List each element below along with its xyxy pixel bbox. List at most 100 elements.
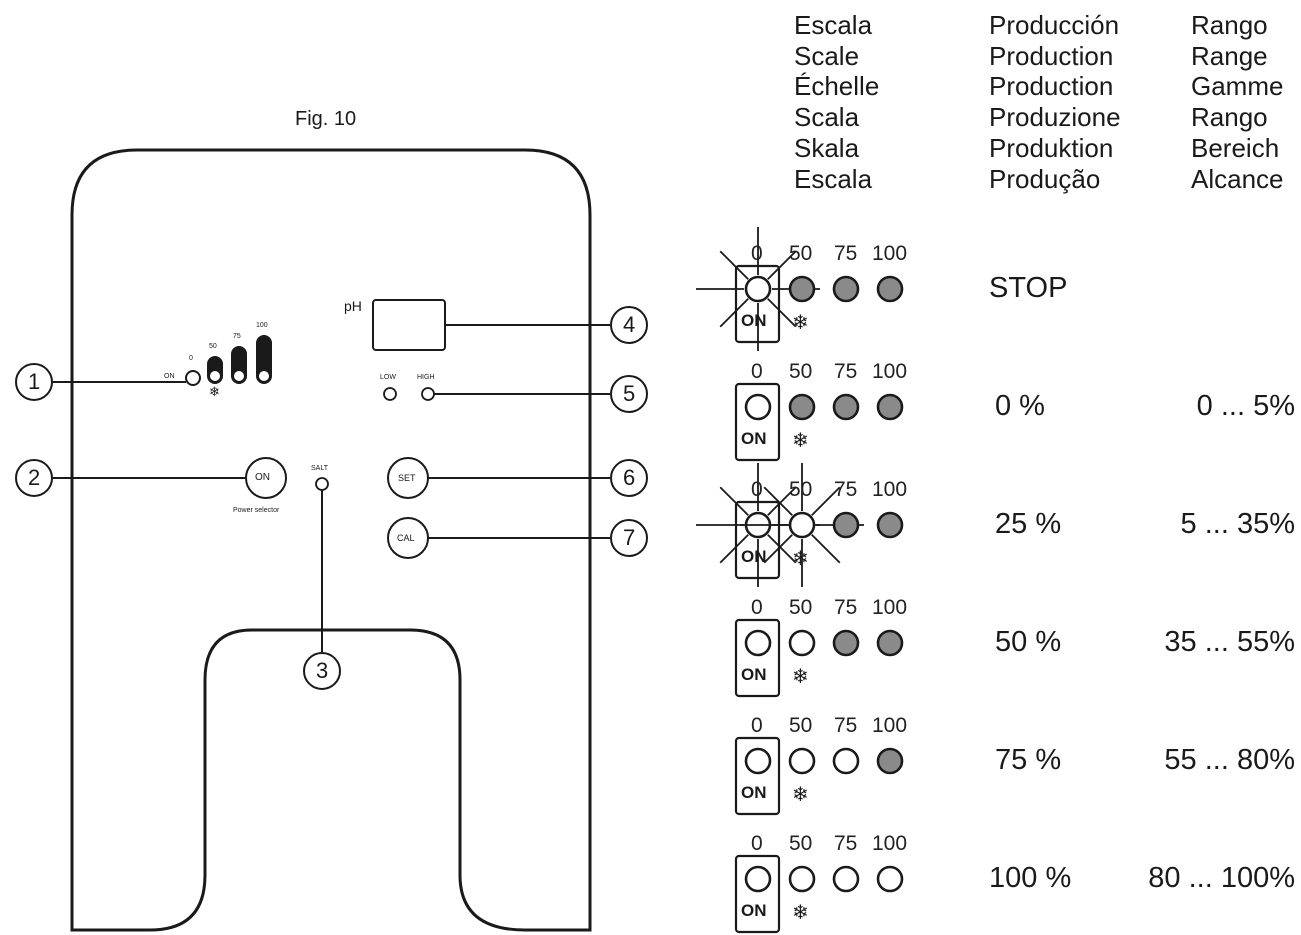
row-0-production: STOP (989, 272, 1068, 304)
set-button-label: SET (398, 473, 416, 483)
panel-outline (70, 148, 592, 932)
row-2-led-1-ray (763, 486, 793, 516)
row-1-on-label: ON (741, 429, 767, 448)
row-4-range: 55 ... 80% (1164, 744, 1295, 776)
salt-label: SALT (311, 465, 328, 472)
row-0-led-0-blink (744, 275, 772, 303)
row-4-led-0-open (744, 747, 772, 775)
row-1-led-0-open (744, 393, 772, 421)
row-4-scale-0: 0 (751, 714, 763, 737)
salt-led (315, 477, 329, 491)
power-selector-label: Power selector (233, 507, 280, 514)
row-1-led-3-filled (876, 393, 904, 421)
row-1-led-2-filled (832, 393, 860, 421)
row-3-on-label: ON (741, 665, 767, 684)
row-2-range: 5 ... 35% (1180, 508, 1295, 540)
row-3-on-box (734, 618, 781, 698)
row-4-production: 75 % (995, 744, 1062, 776)
figure-title: Fig. 10 (295, 108, 357, 130)
row-4-scale-75: 75 (834, 714, 858, 737)
row-5-on-label: ON (741, 901, 767, 920)
row-0-led-0-ray (719, 298, 749, 328)
row-1-scale-75: 75 (834, 360, 858, 383)
cal-button-label: CAL (397, 533, 415, 543)
row-2-led-0-ray (767, 486, 797, 516)
row-1-snowflake-icon: ❄ (792, 430, 809, 452)
row-1-led-1-filled (788, 393, 816, 421)
callout-5-number: 5 (623, 381, 636, 406)
row-4-led-3-filled (876, 747, 904, 775)
callout-7 (610, 519, 648, 557)
callout-1 (15, 363, 53, 401)
row-1-scale-0: 0 (751, 360, 763, 383)
row-3-range: 35 ... 55% (1164, 626, 1295, 658)
row-0-led-0-ray (767, 298, 797, 328)
row-0-led-2-filled (832, 275, 860, 303)
row-4-scale-50: 50 (789, 714, 813, 737)
callout-7-number: 7 (623, 525, 636, 550)
row-5-range: 80 ... 100% (1148, 862, 1295, 894)
bar-scale-50: 50 (209, 343, 217, 350)
bar-scale-75: 75 (233, 333, 241, 340)
row-2-led-1-ray (811, 534, 841, 564)
panel-snowflake-icon: ❄ (209, 384, 220, 399)
row-3-scale-100: 100 (872, 596, 908, 619)
row-4-snowflake-icon: ❄ (792, 784, 809, 806)
row-2-scale-0: 0 (751, 478, 763, 501)
row-0-on-label: ON (741, 311, 767, 330)
row-2-led-2-filled (832, 511, 860, 539)
row-3-led-3-filled (876, 629, 904, 657)
row-2-snowflake-icon: ❄ (792, 548, 809, 570)
header-scale: Escala Scale Échelle Scala Skala Escala (794, 10, 880, 194)
on-led (185, 370, 201, 386)
row-0-scale-0: 0 (751, 242, 763, 265)
row-2-on-label: ON (741, 547, 767, 566)
ph-display (372, 299, 446, 351)
callout-3-number: 3 (316, 658, 329, 683)
row-5-scale-75: 75 (834, 832, 858, 855)
row-2-scale-50: 50 (789, 478, 813, 501)
ph-label: pH (344, 298, 362, 314)
row-2-production: 25 % (995, 508, 1062, 540)
led-rows (696, 227, 904, 934)
row-5-led-1-open (788, 865, 816, 893)
row-5-snowflake-icon: ❄ (792, 902, 809, 924)
row-3-scale-75: 75 (834, 596, 858, 619)
callout-6-number: 6 (623, 465, 636, 490)
callout-3 (303, 652, 341, 690)
high-label: HIGH (417, 374, 435, 381)
header-production: Producción Production Production Produzi… (989, 10, 1121, 194)
callout-5 (610, 375, 648, 413)
row-5-scale-100: 100 (872, 832, 908, 855)
row-5-scale-50: 50 (789, 832, 813, 855)
callout-2 (15, 459, 53, 497)
bar-scale-0: 0 (189, 355, 193, 362)
row-4-led-2-open (832, 747, 860, 775)
header-range: Rango Range Gamme Rango Bereich Alcance (1191, 10, 1284, 194)
callout-6 (610, 459, 648, 497)
row-5-led-3-open (876, 865, 904, 893)
row-3-led-2-filled (832, 629, 860, 657)
callout-2-number: 2 (28, 465, 41, 490)
row-2-scale-100: 100 (872, 478, 908, 501)
row-0-led-0-ray (719, 250, 749, 280)
row-3-led-1-open (788, 629, 816, 657)
row-5-led-0-open (744, 865, 772, 893)
row-1-production: 0 % (995, 390, 1045, 422)
row-4-scale-100: 100 (872, 714, 908, 737)
callout-4 (610, 306, 648, 344)
row-3-scale-0: 0 (751, 596, 763, 619)
row-2-led-1-ray (811, 486, 841, 516)
row-4-on-label: ON (741, 783, 767, 802)
bar-scale-100: 100 (256, 322, 268, 329)
row-1-range: 0 ... 5% (1196, 390, 1295, 422)
row-2-led-3-filled (876, 511, 904, 539)
row-2-led-0-ray (719, 486, 749, 516)
callout-1-number: 1 (28, 369, 41, 394)
row-3-led-0-open (744, 629, 772, 657)
row-2-led-1-ray (763, 534, 793, 564)
row-0-scale-75: 75 (834, 242, 858, 265)
row-2-led-0-ray (719, 534, 749, 564)
bar-100 (256, 335, 272, 384)
